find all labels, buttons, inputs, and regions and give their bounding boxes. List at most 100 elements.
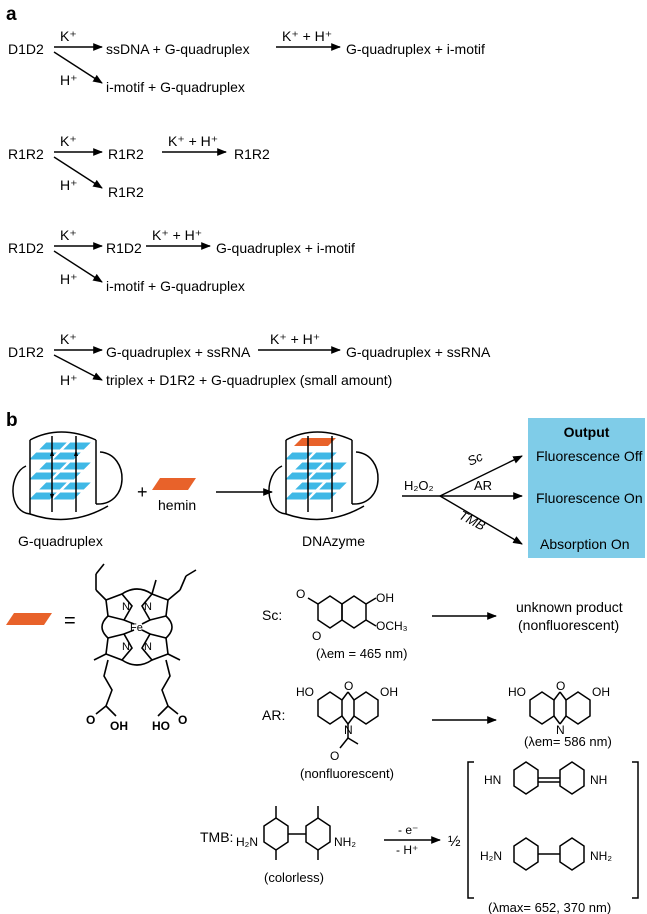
row3-k-product: R1D2 bbox=[106, 240, 142, 256]
dnazyme-structure bbox=[268, 431, 379, 521]
porphyrin-structure bbox=[93, 563, 197, 717]
arrow-r1r2-h bbox=[53, 156, 103, 189]
output-item-fluorescence-on: Fluorescence On bbox=[536, 490, 643, 506]
output-title: Output bbox=[563, 424, 610, 440]
panel-a-arrows bbox=[53, 43, 341, 381]
tmb-product-bracket bbox=[467, 761, 639, 899]
row3-kh: K⁺ + H⁺ bbox=[152, 227, 203, 243]
svg-text:O: O bbox=[330, 749, 339, 763]
row3-h: H⁺ bbox=[60, 271, 78, 287]
hemin-legend-shape bbox=[6, 613, 52, 625]
svg-text:HO: HO bbox=[296, 685, 314, 699]
svg-text:O: O bbox=[556, 679, 565, 693]
row4-name: D1R2 bbox=[8, 344, 44, 360]
svg-text:N: N bbox=[344, 723, 353, 737]
row1-kh: K⁺ + H⁺ bbox=[282, 28, 333, 44]
panel-b-scheme: G-quadruplex + hemin DNAz bbox=[6, 431, 639, 914]
svg-text:O: O bbox=[178, 713, 187, 727]
output-item-fluorescence-off: Fluorescence Off bbox=[536, 448, 643, 464]
tmb-diamine-structure bbox=[513, 837, 585, 871]
row2-kh: K⁺ + H⁺ bbox=[168, 133, 219, 149]
arrow-d1r2-h bbox=[53, 354, 103, 381]
svg-text:O: O bbox=[344, 679, 353, 693]
row1-h-product: i-motif + G-quadruplex bbox=[106, 79, 245, 95]
sc-lambda: (λem = 465 nm) bbox=[316, 646, 407, 661]
dnazyme-label: DNAzyme bbox=[302, 533, 365, 549]
svg-text:NH₂: NH₂ bbox=[334, 835, 356, 849]
row4-kh-product: G-quadruplex + ssRNA bbox=[346, 344, 491, 360]
ar-substrate-note: (nonfluorescent) bbox=[300, 766, 394, 781]
row4-kh: K⁺ + H⁺ bbox=[270, 331, 321, 347]
sc-structure bbox=[307, 595, 377, 629]
output-box bbox=[528, 418, 645, 558]
svg-text:OH: OH bbox=[592, 685, 610, 699]
row3-h-product: i-motif + G-quadruplex bbox=[106, 278, 245, 294]
tmb-note: (colorless) bbox=[264, 870, 324, 885]
tmb-label: TMB: bbox=[200, 829, 233, 845]
svg-text:HO: HO bbox=[508, 685, 526, 699]
svg-text:N: N bbox=[122, 641, 130, 653]
sc-label: Sc: bbox=[262, 607, 282, 623]
g-quadruplex-structure bbox=[12, 431, 123, 521]
h2o2-label: H₂O₂ bbox=[404, 478, 434, 493]
equals-sign: = bbox=[64, 610, 76, 632]
svg-text:HO: HO bbox=[152, 719, 170, 733]
tmb-structure bbox=[263, 806, 331, 860]
svg-text:OCH₃: OCH₃ bbox=[376, 619, 408, 633]
svg-text:H₂N: H₂N bbox=[480, 849, 502, 863]
row3-k: K⁺ bbox=[60, 227, 77, 243]
tmb-lambda: (λmax= 652, 370 nm) bbox=[488, 900, 611, 914]
row1-name: D1D2 bbox=[8, 41, 44, 57]
branch-tmb-label: TMB bbox=[457, 507, 489, 533]
svg-text:HN: HN bbox=[484, 773, 501, 787]
svg-text:OH: OH bbox=[376, 591, 394, 605]
svg-text:N: N bbox=[556, 723, 565, 737]
tmb-e: - e⁻ bbox=[398, 823, 418, 837]
branch-ar-label: AR bbox=[474, 478, 492, 493]
hemin-label: hemin bbox=[158, 497, 196, 513]
row1-k: K⁺ bbox=[60, 28, 77, 44]
branch-sc-label: Sc bbox=[465, 449, 486, 469]
row2-kh-product: R1R2 bbox=[234, 146, 270, 162]
row2-k-product: R1R2 bbox=[108, 146, 144, 162]
row4-h: H⁺ bbox=[60, 372, 78, 388]
row4-h-product: triplex + D1R2 + G-quadruplex (small amo… bbox=[106, 372, 393, 388]
branch-tmb-arrow bbox=[439, 495, 523, 545]
svg-text:N: N bbox=[144, 601, 152, 613]
svg-text:O: O bbox=[296, 587, 305, 601]
row1-k-product: ssDNA + G-quadruplex bbox=[106, 41, 250, 57]
svg-text:OH: OH bbox=[380, 685, 398, 699]
ar-label: AR: bbox=[262, 707, 285, 723]
tmb-diimine-structure bbox=[513, 761, 585, 795]
svg-text:O: O bbox=[86, 713, 95, 727]
svg-text:NH: NH bbox=[590, 773, 607, 787]
svg-text:N: N bbox=[144, 641, 152, 653]
arrow-d1d2-h bbox=[53, 51, 103, 84]
svg-text:N: N bbox=[122, 601, 130, 613]
sc-product-1: unknown product bbox=[516, 599, 623, 615]
output-item-absorption-on: Absorption On bbox=[540, 536, 630, 552]
row4-k-product: G-quadruplex + ssRNA bbox=[106, 344, 251, 360]
svg-text:H₂N: H₂N bbox=[236, 835, 258, 849]
ar-structure bbox=[317, 691, 379, 749]
svg-text:O: O bbox=[312, 629, 321, 643]
panel-a-label: a bbox=[6, 4, 17, 25]
row2-k: K⁺ bbox=[60, 133, 77, 149]
ar-lambda: (λem= 586 nm) bbox=[524, 734, 612, 749]
row3-kh-product: G-quadruplex + i-motif bbox=[216, 240, 355, 256]
fe-label: Fe bbox=[130, 622, 143, 634]
row1-kh-product: G-quadruplex + i-motif bbox=[346, 41, 485, 57]
row2-h-product: R1R2 bbox=[108, 184, 144, 200]
hemin-shape bbox=[152, 478, 196, 490]
row3-name: R1D2 bbox=[8, 240, 44, 256]
gquad-label: G-quadruplex bbox=[18, 533, 103, 549]
sc-product-2: (nonfluorescent) bbox=[518, 617, 619, 633]
row1-h: H⁺ bbox=[60, 72, 78, 88]
half-label: ½ bbox=[448, 833, 461, 850]
plus-sign: + bbox=[137, 482, 148, 502]
row2-h: H⁺ bbox=[60, 177, 78, 193]
arrow-r1d2-h bbox=[53, 250, 103, 283]
resorufin-structure bbox=[529, 691, 591, 725]
row2-name: R1R2 bbox=[8, 146, 44, 162]
svg-text:OH: OH bbox=[110, 719, 128, 733]
